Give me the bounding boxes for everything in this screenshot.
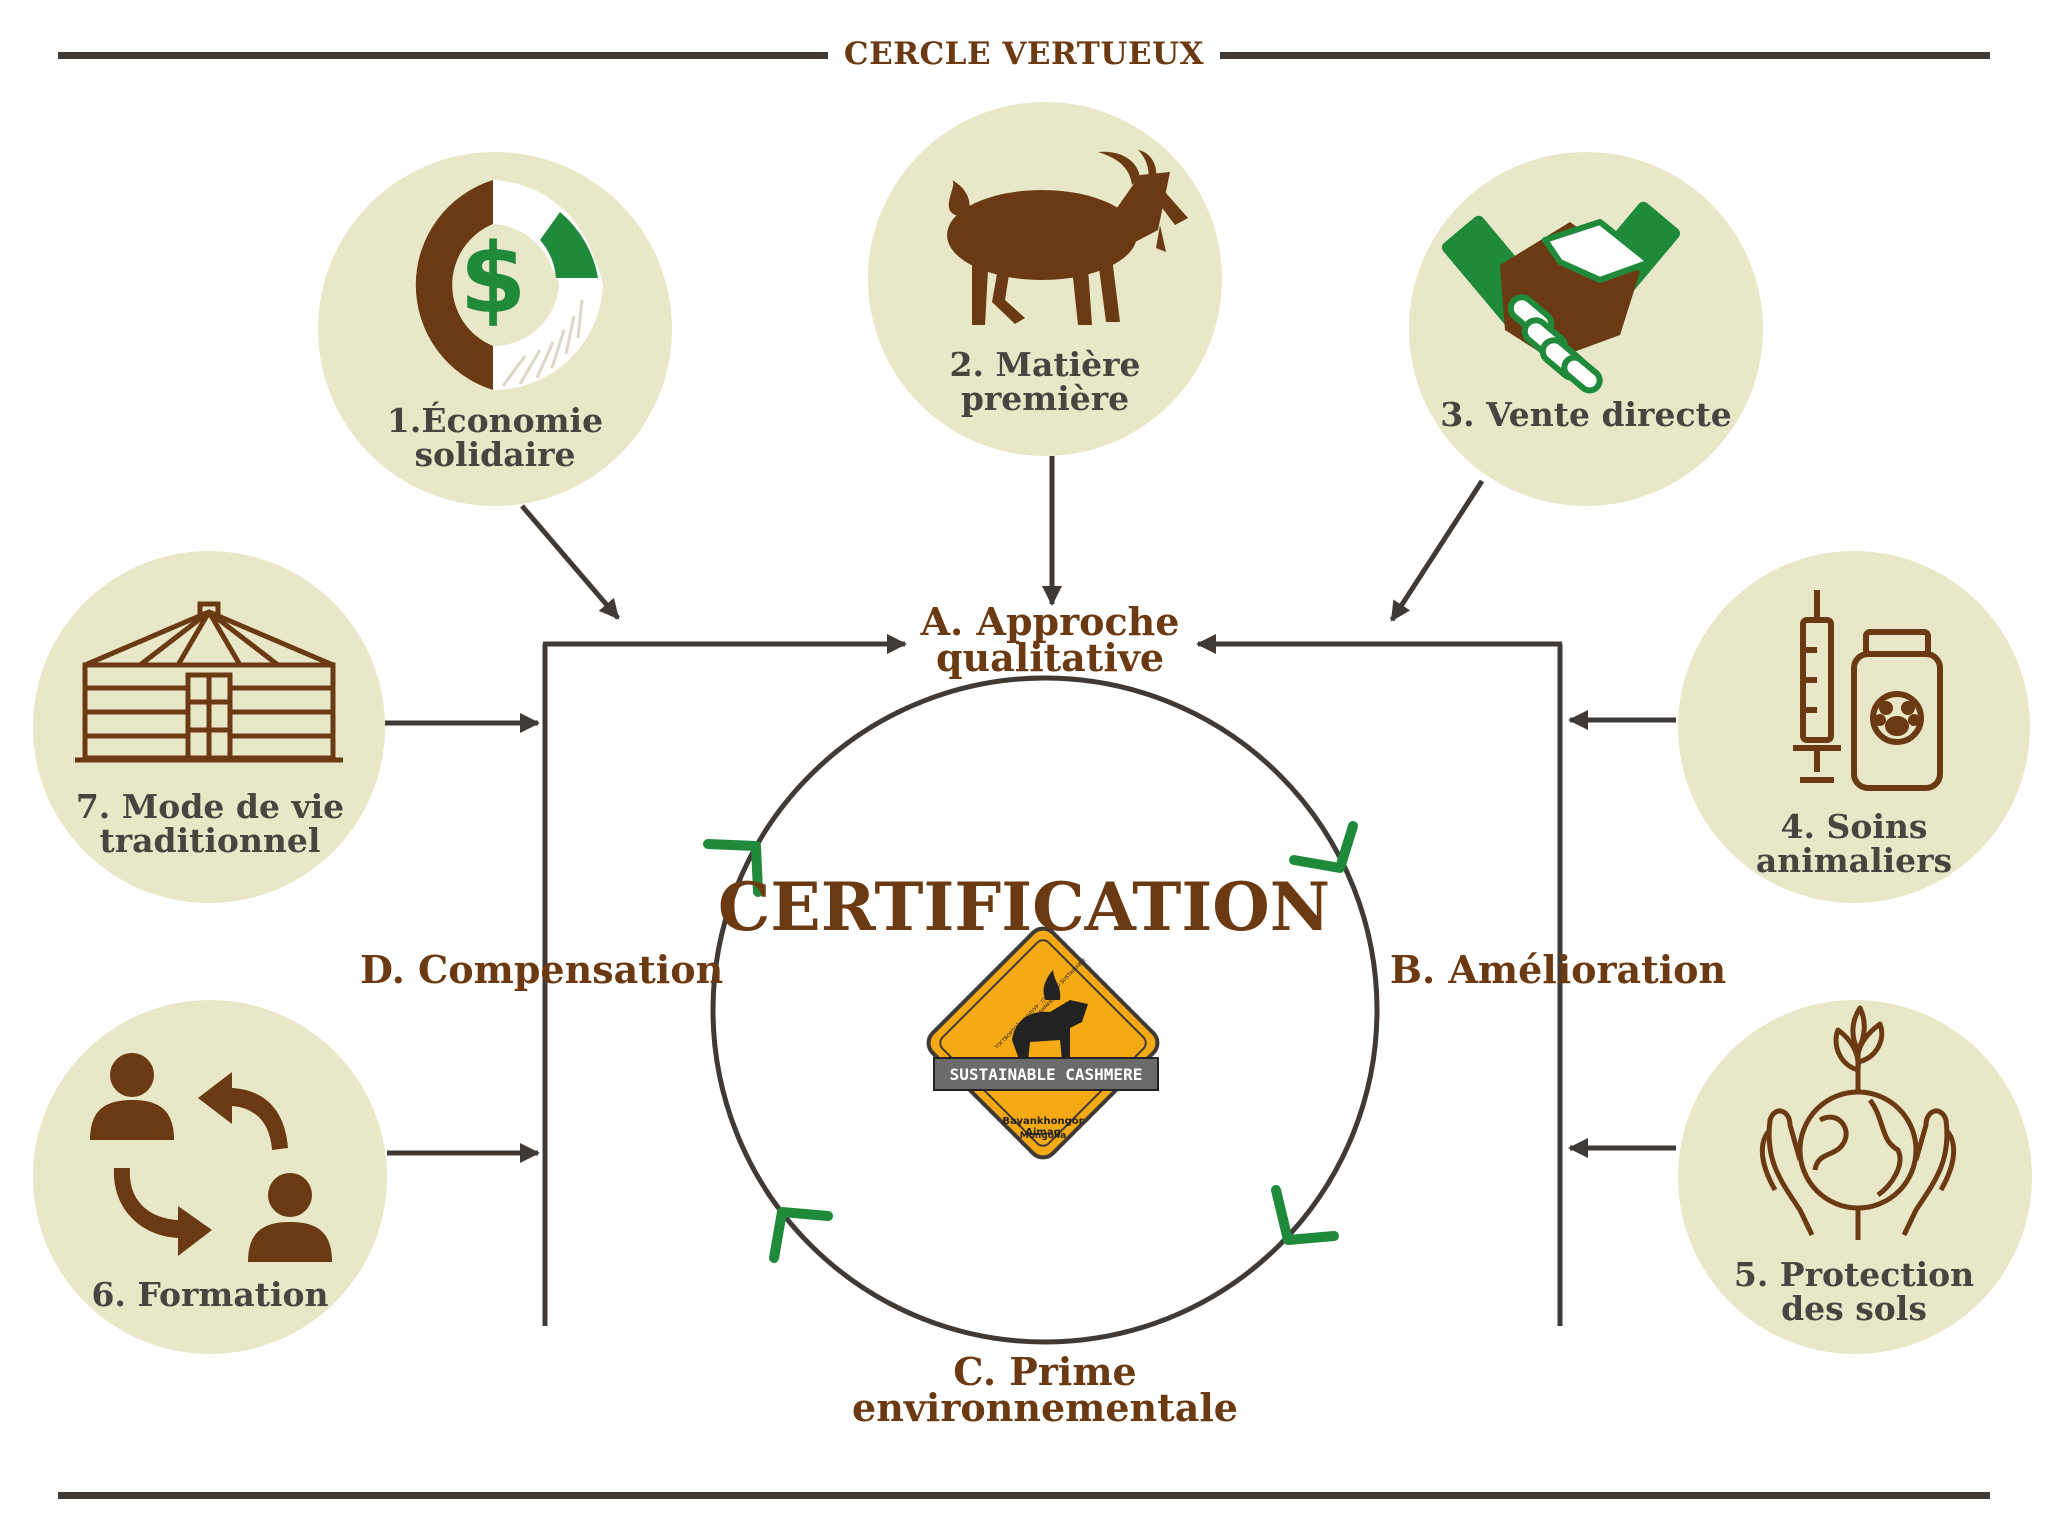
label-economie-line1: 1.Économie — [386, 401, 604, 440]
stage-a-label: A. Approche qualitative — [900, 599, 1200, 680]
label-soins: 4. Soins animaliers — [1654, 810, 2048, 878]
input-arrows — [385, 456, 1676, 1163]
label-economie-line2: solidaire — [414, 435, 576, 474]
label-economie: 1.Économie solidaire — [295, 404, 695, 472]
bottom-rule — [58, 1492, 1990, 1499]
page-title: CERCLE VERTUEUX — [827, 36, 1221, 72]
svg-text:$: $ — [460, 223, 527, 335]
label-vente: 3. Vente directe — [1386, 398, 1786, 432]
bubble-formation — [33, 1000, 387, 1354]
stage-d-label: D. Compensation — [360, 947, 724, 992]
yurt-icon — [75, 601, 343, 763]
logo-country-text: Mongolia — [1019, 1131, 1067, 1141]
stage-d-text: D. Compensation — [360, 947, 724, 992]
sustainable-cashmere-logo — [926, 926, 1160, 1160]
stage-c-label: C. Prime environnementale — [840, 1349, 1250, 1430]
logo-banner-text: SUSTAINABLE CASHMERE — [949, 1065, 1143, 1084]
label-matiere-line1: 2. Matière — [949, 345, 1141, 384]
stage-b-text: B. Amélioration — [1389, 947, 1727, 992]
hands-earth-plant-icon — [1759, 1005, 1957, 1240]
bubble-protection — [1678, 1000, 2032, 1354]
label-protection: 5. Protection des sols — [1654, 1258, 2048, 1326]
stage-c-line2: environnementale — [852, 1385, 1238, 1430]
label-matiere-line2: première — [960, 379, 1130, 418]
arrow-economie — [520, 504, 620, 620]
label-formation: 6. Formation — [10, 1278, 410, 1312]
chevron-top-left-icon — [703, 839, 763, 897]
label-protection-line2: des sols — [1781, 1289, 1927, 1328]
stage-c-line1: C. Prime — [953, 1349, 1137, 1394]
chevron-bottom-left-icon — [769, 1207, 833, 1263]
people-exchange-icon — [90, 1053, 332, 1262]
label-matiere: 2. Matière première — [845, 348, 1245, 416]
stage-a-line2: qualitative — [935, 635, 1165, 680]
label-mode-de-vie: 7. Mode de vie traditionnel — [10, 790, 410, 858]
chevron-top-right-icon — [1289, 821, 1358, 873]
label-vente-line1: 3. Vente directe — [1440, 395, 1732, 434]
certification-cycle-circle — [710, 675, 1380, 1345]
label-mode-de-vie-line2: traditionnel — [99, 821, 321, 860]
goat-icon — [947, 150, 1188, 325]
right-bracket — [1196, 634, 1563, 1326]
syringe-medicine-icon — [1793, 590, 1943, 791]
label-protection-line1: 5. Protection — [1733, 1255, 1975, 1294]
chevron-bottom-right-icon — [1271, 1185, 1339, 1245]
logo-region-text: Bayankhongor Aimag — [1002, 1116, 1084, 1138]
label-soins-line2: animaliers — [1755, 841, 1953, 880]
label-formation-line1: 6. Formation — [91, 1275, 329, 1314]
stage-a-line1: A. Approche — [920, 599, 1180, 644]
cycle-chevrons — [703, 821, 1358, 1263]
stage-b-label: B. Amélioration — [1388, 947, 1728, 992]
label-mode-de-vie-line1: 7. Mode de vie — [75, 787, 345, 826]
certification-title: CERTIFICATION — [717, 868, 1331, 946]
handshake-icon — [1441, 201, 1681, 394]
dollar-donut-icon: $ — [415, 180, 603, 391]
label-soins-line1: 4. Soins — [1780, 807, 1928, 846]
arrow-vente — [1389, 479, 1485, 622]
page-title-wrap: CERCLE VERTUEUX — [0, 36, 2048, 72]
left-bracket — [542, 634, 907, 1326]
